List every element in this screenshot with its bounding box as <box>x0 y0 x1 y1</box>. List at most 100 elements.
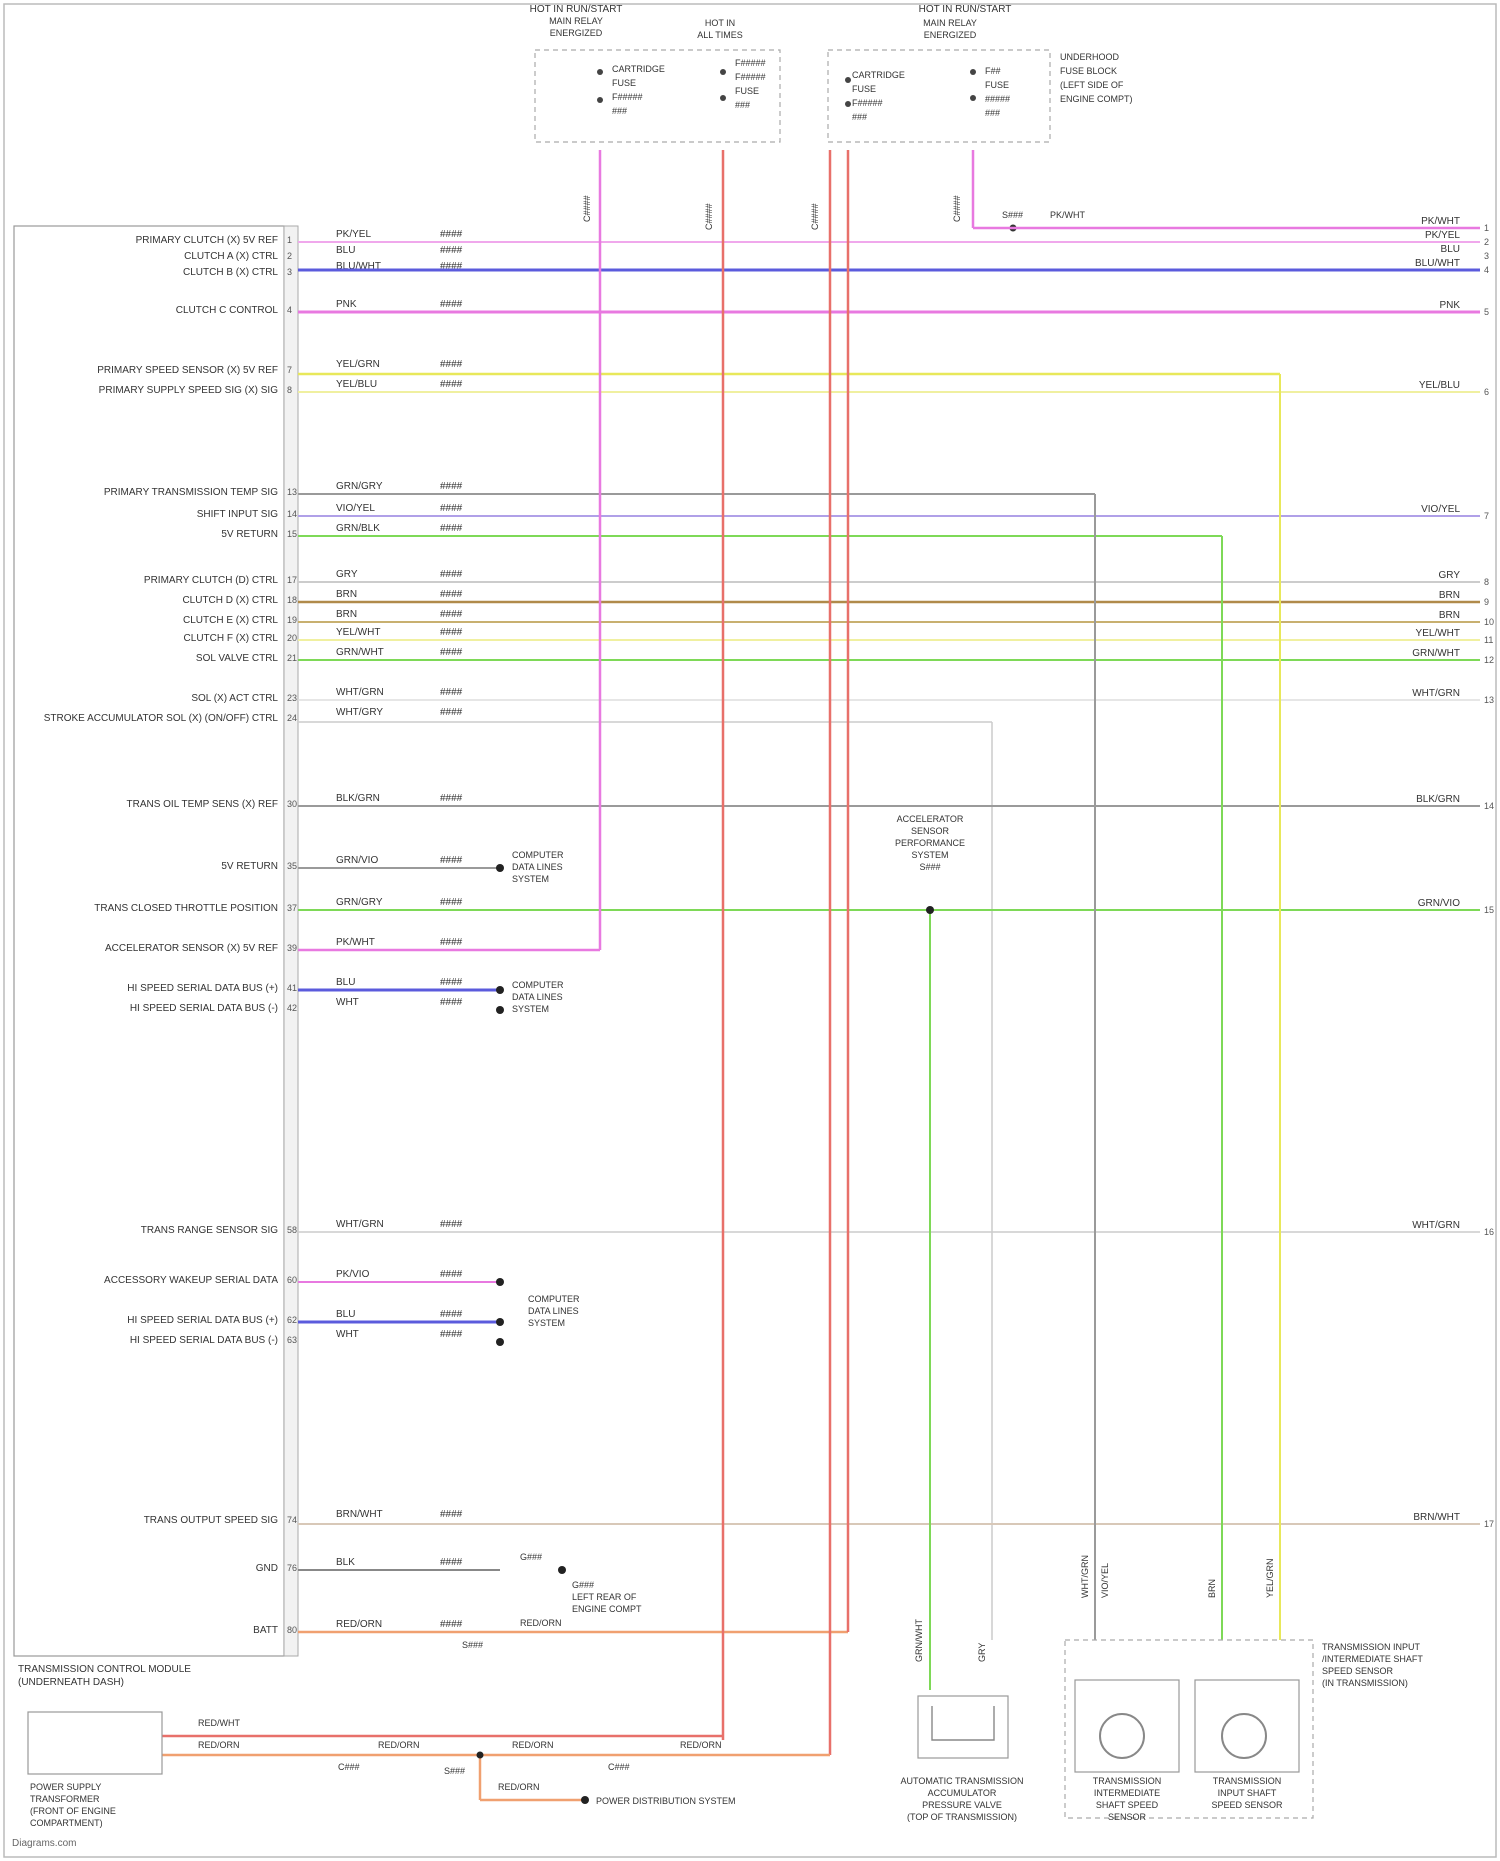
right-wire-label: WHT/GRN <box>1412 688 1460 699</box>
pin-function: CLUTCH A (X) CTRL <box>184 251 278 262</box>
power-dist-label: POWER DISTRIBUTION SYSTEM <box>596 1796 736 1806</box>
fuse-label: CARTRIDGE <box>612 64 665 74</box>
right-wire-label: BLU/WHT <box>1415 258 1460 269</box>
circuit-number: #### <box>440 609 463 620</box>
right-connector-labels: PK/WHT1PK/YEL2BLU3BLU/WHT4PNK5YEL/BLU6VI… <box>1412 216 1494 1529</box>
right-pin-number: 2 <box>1484 237 1489 247</box>
fuse-dot <box>970 95 976 101</box>
pin-number: 18 <box>287 595 297 605</box>
fuse-dot <box>720 69 726 75</box>
fuse4-text: F## FUSE ##### ### <box>985 66 1010 118</box>
note-line: AUTOMATIC TRANSMISSION <box>900 1776 1023 1786</box>
note-line: (TOP OF TRANSMISSION) <box>907 1812 1017 1822</box>
stub-label: C#### <box>582 195 592 222</box>
wire-color-label: GRN/GRY <box>336 481 383 492</box>
pin-function: GND <box>256 1563 278 1574</box>
note-line: SHAFT SPEED <box>1096 1800 1159 1810</box>
pin-function: PRIMARY CLUTCH (D) CTRL <box>144 575 279 586</box>
circuit-number: #### <box>440 481 463 492</box>
pin-number: 2 <box>287 251 292 261</box>
pin-number: 39 <box>287 943 297 953</box>
pin-number: 17 <box>287 575 297 585</box>
circuit-number: #### <box>440 359 463 370</box>
fuse-label: FUSE <box>852 84 876 94</box>
note-line: COMPUTER <box>512 980 564 990</box>
right-wire-label: BLK/GRN <box>1416 794 1460 805</box>
pin-number: 7 <box>287 365 292 375</box>
node-dot <box>581 1796 589 1804</box>
circuit-number: #### <box>440 627 463 638</box>
right-wire-label: BRN <box>1439 610 1460 621</box>
fuse-dot <box>720 95 726 101</box>
fuse-label: ### <box>735 100 750 110</box>
note-line: /INTERMEDIATE SHAFT <box>1322 1654 1423 1664</box>
tcm-module-box <box>14 226 284 1656</box>
fuse-label: ### <box>985 108 1000 118</box>
note-line: SPEED SENSOR <box>1211 1800 1283 1810</box>
node-dot <box>496 1318 504 1326</box>
pin-number: 58 <box>287 1225 297 1235</box>
note-line: TRANSFORMER <box>30 1794 100 1804</box>
wire-color-label: WHT <box>336 997 359 1008</box>
wire-color-label: BLU <box>336 245 355 256</box>
right-wire-label: GRN/WHT <box>1412 648 1460 659</box>
note-line: S### <box>919 862 940 872</box>
pin-number: 41 <box>287 983 297 993</box>
stub-label: VIO/YEL <box>1100 1563 1110 1598</box>
right-pin-number: 1 <box>1484 223 1489 233</box>
ground-note: G### G### LEFT REAR OF ENGINE COMPT <box>520 1552 642 1614</box>
circuit-number: #### <box>440 977 463 988</box>
right-pin-number: 9 <box>1484 597 1489 607</box>
right-pin-number: 3 <box>1484 251 1489 261</box>
pin-function: PRIMARY SPEED SENSOR (X) 5V REF <box>97 365 278 376</box>
pin-number: 21 <box>287 653 297 663</box>
note-line: ENGINE COMPT <box>572 1604 642 1614</box>
power-supply-text: POWER SUPPLY TRANSFORMER (FRONT OF ENGIN… <box>30 1782 116 1828</box>
pin-number: 80 <box>287 1625 297 1635</box>
pin-function: HI SPEED SERIAL DATA BUS (-) <box>130 1335 278 1346</box>
pin-function: CLUTCH F (X) CTRL <box>184 633 279 644</box>
pin-function: CLUTCH E (X) CTRL <box>183 615 278 626</box>
note-line: POWER SUPPLY <box>30 1782 101 1792</box>
pin-function: BATT <box>253 1625 278 1636</box>
circuit-number: #### <box>440 569 463 580</box>
stub-label: C#### <box>810 203 820 230</box>
pin-row: CLUTCH E (X) CTRL19BRN#### <box>183 609 463 626</box>
stub-label: C#### <box>952 195 962 222</box>
fuse-label: ### <box>852 112 867 122</box>
note-line: TRANSMISSION <box>1213 1776 1282 1786</box>
circuit-number: #### <box>440 647 463 658</box>
note-line: DATA LINES <box>528 1306 579 1316</box>
note-line: TRANSMISSION INPUT <box>1322 1642 1421 1652</box>
note-line: ACCELERATOR <box>897 814 964 824</box>
pin-number: 23 <box>287 693 297 703</box>
energized-right: ENERGIZED <box>924 30 977 40</box>
note-line: FUSE BLOCK <box>1060 66 1117 76</box>
pin-function: PRIMARY TRANSMISSION TEMP SIG <box>104 487 278 498</box>
serial-note-2: COMPUTER DATA LINES SYSTEM <box>512 980 564 1014</box>
node-dot <box>496 1338 504 1346</box>
wire-color-label: YEL/BLU <box>336 379 377 390</box>
wire-color-label: PK/VIO <box>336 1269 370 1280</box>
circuit-number: #### <box>440 589 463 600</box>
pin-function: SOL VALVE CTRL <box>196 653 279 664</box>
right-wire-label: BLU <box>1441 244 1460 255</box>
fuse-dot <box>845 101 851 107</box>
all-times-label: ALL TIMES <box>697 30 743 40</box>
note-line: PERFORMANCE <box>895 838 965 848</box>
wire-color-label: GRN/VIO <box>336 855 378 866</box>
node-dot <box>477 1752 484 1759</box>
pin-number: 35 <box>287 861 297 871</box>
hot-in-run-left: HOT IN RUN/START <box>530 4 623 15</box>
right-pin-number: 8 <box>1484 577 1489 587</box>
note-line: DATA LINES <box>512 862 563 872</box>
splice-label: C### <box>608 1762 630 1772</box>
wire-color-label: BRN <box>336 589 357 600</box>
fuse-label: CARTRIDGE <box>852 70 905 80</box>
wire-color-label: BLK/GRN <box>336 793 380 804</box>
wire-color-label: GRN/BLK <box>336 523 380 534</box>
